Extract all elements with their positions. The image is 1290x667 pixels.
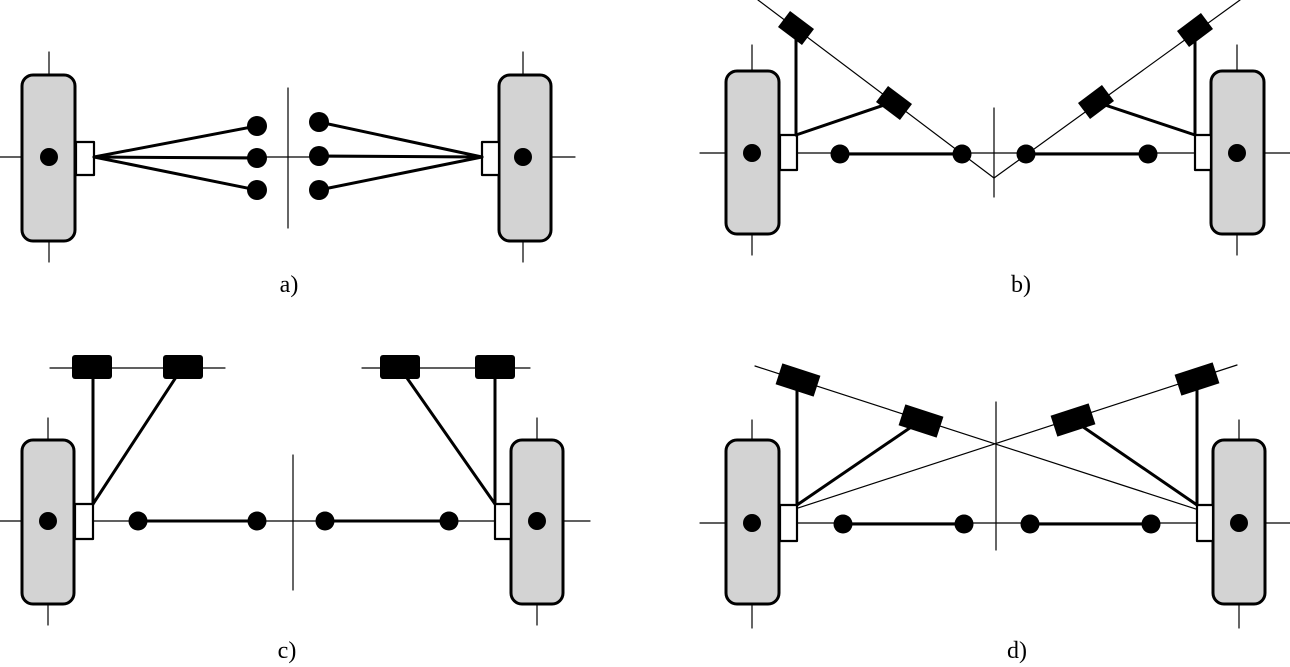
- mounts: [72, 355, 515, 379]
- panel-a: [0, 51, 576, 263]
- joints: [39, 511, 546, 531]
- mount-lower-left: [898, 404, 944, 438]
- mount-upper-right: [1177, 12, 1213, 48]
- link-arms: [795, 376, 1199, 526]
- knuckle-left: [73, 502, 95, 541]
- link-arms: [794, 28, 1197, 156]
- joints: [40, 112, 532, 200]
- mount-3: [380, 355, 420, 379]
- knuckle-right: [493, 502, 513, 541]
- mounts: [775, 362, 1220, 438]
- caption-d: d): [1007, 638, 1027, 664]
- caption-c: c): [277, 638, 297, 664]
- link-arms: [92, 120, 484, 192]
- mount-upper-right: [1174, 362, 1220, 396]
- mount-4: [475, 355, 515, 379]
- knuckle-right: [1195, 503, 1215, 543]
- mount-upper-left: [778, 10, 814, 46]
- mount-upper-left: [775, 363, 821, 397]
- panel-b: [699, 0, 1290, 256]
- mount-lower-right: [1078, 84, 1114, 120]
- construction-line-right: [751, 364, 1238, 524]
- knuckle-left: [778, 133, 799, 172]
- panel-c: [0, 355, 591, 626]
- caption-a: a): [279, 272, 299, 298]
- mount-lower-left: [876, 85, 912, 121]
- knuckle-right: [1193, 133, 1213, 172]
- mounts: [778, 10, 1213, 121]
- knuckle-left: [74, 140, 96, 177]
- construction-line-left: [754, 365, 1240, 524]
- joints: [743, 144, 1246, 164]
- panel-d: [699, 362, 1290, 629]
- knuckle-left: [778, 503, 799, 543]
- joints: [743, 514, 1248, 534]
- caption-b: b): [1011, 272, 1031, 298]
- knuckle-right: [480, 140, 501, 177]
- mount-lower-right: [1050, 403, 1096, 437]
- link-arms: [91, 366, 497, 523]
- mount-2: [163, 355, 203, 379]
- mount-1: [72, 355, 112, 379]
